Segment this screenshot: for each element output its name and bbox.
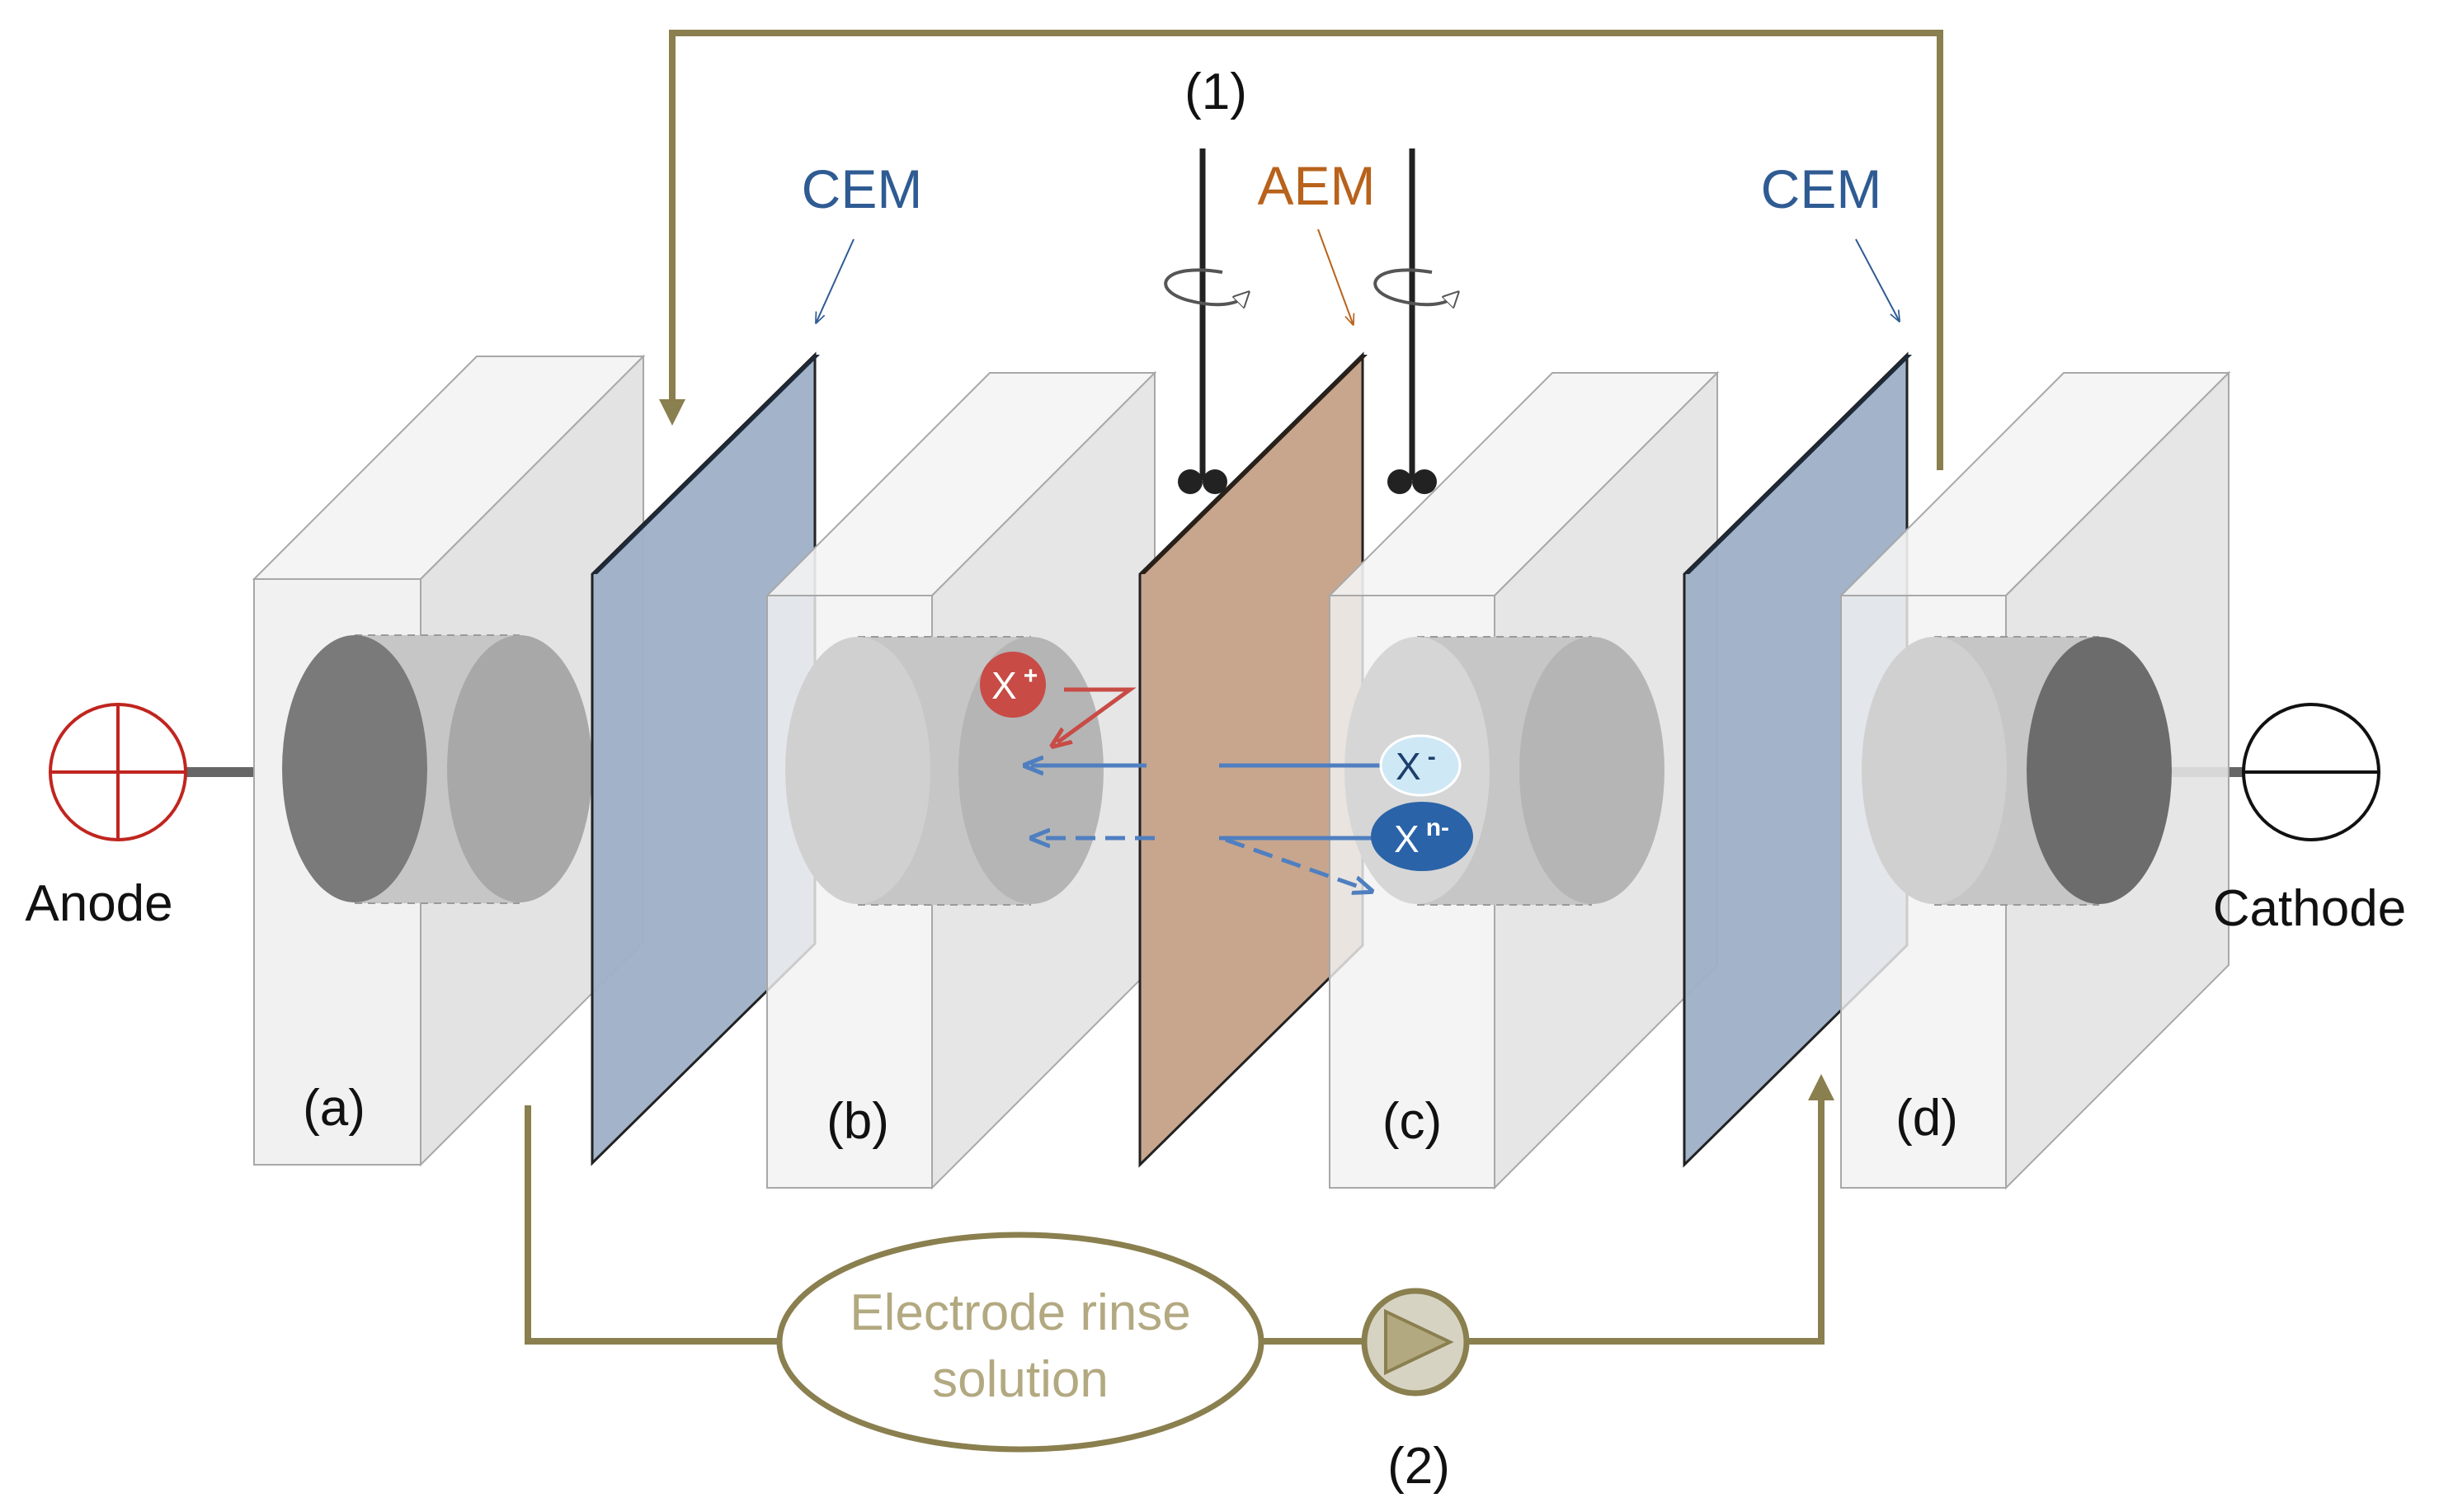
cem-left-pointer: [817, 238, 855, 322]
multivalent-rejection-arrow: [1225, 837, 1366, 889]
pump-label: (2): [1387, 1438, 1450, 1495]
anode-label: Anode: [25, 875, 172, 932]
chamber-c-label: (c): [1382, 1093, 1442, 1150]
cem-right-label: CEM: [1761, 158, 1882, 219]
chamber-a: [252, 354, 646, 1167]
stirrer-label: (1): [1184, 64, 1247, 120]
chamber-b: [765, 370, 1157, 1190]
cem-right-pointer: [1855, 238, 1899, 320]
cem-left-label: CEM: [802, 158, 923, 219]
stirrer-right: [1373, 148, 1453, 494]
rinse-label-line1: Electrode rinse: [850, 1284, 1191, 1341]
rinse-loop-top: [659, 30, 1943, 470]
cation-label: X+: [991, 662, 1038, 707]
chamber-a-label: (a): [303, 1080, 365, 1137]
chamber-d: [1839, 370, 2231, 1190]
cem-left-membrane: [591, 351, 820, 1166]
pump: [1361, 1288, 1470, 1397]
anode-symbol: [49, 703, 187, 841]
cation-ion: X+: [980, 652, 1046, 718]
aem-membrane: [1138, 351, 1368, 1168]
cation-rejection-arrow: [1057, 687, 1137, 742]
aem-pointer: [1317, 228, 1353, 323]
chamber-d-label: (d): [1895, 1090, 1958, 1147]
electrode-rinse-reservoir: Electrode rinse solution: [776, 1232, 1264, 1453]
anion-label: X-: [1396, 743, 1436, 788]
cathode-label: Cathode: [2213, 880, 2406, 937]
rinse-label-line2: solution: [932, 1351, 1109, 1408]
anion-ion: X-: [1379, 734, 1462, 797]
cathode-symbol: [2242, 703, 2380, 841]
chamber-b-label: (b): [826, 1093, 889, 1150]
aem-label: AEM: [1257, 155, 1375, 216]
stirrer-left: [1164, 148, 1244, 494]
